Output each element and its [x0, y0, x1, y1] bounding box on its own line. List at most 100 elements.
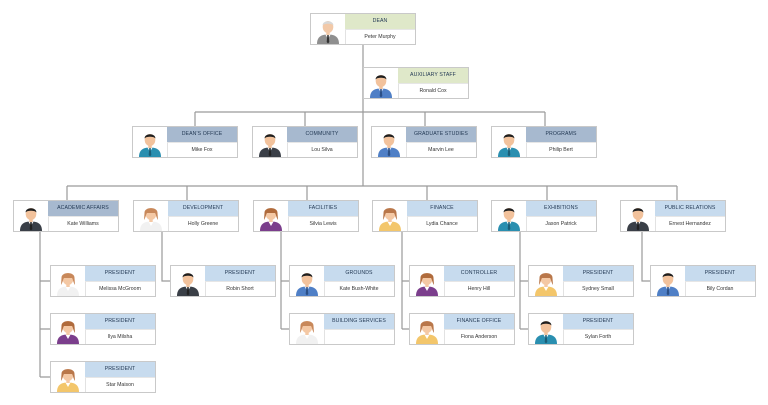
node-person-name: Lou Silva [287, 142, 357, 157]
man-blue-shirt-icon [651, 266, 686, 296]
node-title: PRESIDENT [563, 314, 633, 329]
man-dark-suit-icon [253, 127, 288, 157]
node-title: DEAN'S OFFICE [167, 127, 237, 142]
node-person-name [324, 329, 394, 344]
node-title: PROGRAMS [526, 127, 596, 142]
node-title: AUXILIARY STAFF [398, 68, 468, 83]
node-person-name: Fiona Anderson [444, 329, 514, 344]
node-title: FACILITIES [288, 201, 358, 216]
man-dark-suit-icon [171, 266, 206, 296]
node-title: BUILDING SERVICES [324, 314, 394, 329]
node-title: PRESIDENT [685, 266, 755, 281]
node-person-name: Robin Short [205, 281, 275, 296]
node-title: GROUNDS [324, 266, 394, 281]
woman-yellow-icon [529, 266, 564, 296]
man-teal-shirt-icon [133, 127, 168, 157]
man-gray-suit-icon [311, 14, 346, 44]
woman-white-icon [134, 201, 169, 231]
node-title: DEAN [345, 14, 415, 29]
node-person-name: Sydney Small [563, 281, 633, 296]
woman-purple-icon [254, 201, 289, 231]
node-title: FINANCE OFFICE [444, 314, 514, 329]
node-person-name: Henry Hill [444, 281, 514, 296]
connector-finance-children [401, 231, 409, 330]
man-blue-shirt-icon [372, 127, 407, 157]
man-dark-suit-icon [621, 201, 656, 231]
node-person-name: Ronald Cox [398, 83, 468, 98]
node-person-name: Sylan Forth [563, 329, 633, 344]
man-teal-shirt-icon [529, 314, 564, 344]
node-title: PRESIDENT [85, 266, 155, 281]
node-person-name: Holly Greene [168, 216, 238, 231]
woman-purple-icon [51, 314, 86, 344]
node-title: GRADUATE STUDIES [406, 127, 476, 142]
node-person-name: Philip Bert [526, 142, 596, 157]
node-person-name: Mike Fox [167, 142, 237, 157]
node-person-name: Melissa McGroom [85, 281, 155, 296]
node-title: PRESIDENT [85, 362, 155, 377]
node-person-name: Ernest Hernandez [655, 216, 725, 231]
woman-yellow-icon [51, 362, 86, 392]
node-person-name: Jason Patrick [526, 216, 596, 231]
connector-exhibitions-children [519, 231, 528, 330]
node-title: PRESIDENT [563, 266, 633, 281]
woman-white-icon [290, 314, 325, 344]
connector-level3-drops [66, 186, 678, 200]
node-title: DEVELOPMENT [168, 201, 238, 216]
node-person-name: Lydia Chance [407, 216, 477, 231]
node-person-name: Kate Williams [48, 216, 118, 231]
connector-facilities-children [280, 231, 289, 330]
woman-purple-icon [410, 266, 445, 296]
node-person-name: Ilya Milsha [85, 329, 155, 344]
node-title: CONTROLLER [444, 266, 514, 281]
man-blue-shirt-icon [364, 68, 399, 98]
node-title: PRESIDENT [205, 266, 275, 281]
connector-pr-child [641, 231, 650, 282]
woman-white-icon [51, 266, 86, 296]
man-blue-shirt-icon [290, 266, 325, 296]
node-title: PRESIDENT [85, 314, 155, 329]
node-title: EXHIBITIONS [526, 201, 596, 216]
node-person-name: Peter Murphy [345, 29, 415, 44]
connector-development-child [161, 231, 170, 282]
node-person-name: Marvin Lee [406, 142, 476, 157]
node-card-bldg[interactable]: BUILDING SERVICES [289, 313, 395, 345]
woman-yellow-icon [410, 314, 445, 344]
woman-yellow-icon [373, 201, 408, 231]
node-person-name: Kate Bush-White [324, 281, 394, 296]
node-title: ACADEMIC AFFAIRS [48, 201, 118, 216]
node-person-name: Bily Cordan [685, 281, 755, 296]
man-teal-shirt-icon [492, 201, 527, 231]
node-title: COMMUNITY [287, 127, 357, 142]
man-teal-shirt-icon [492, 127, 527, 157]
connector-level2-drops [194, 112, 546, 126]
node-person-name: Star Maison [85, 377, 155, 392]
connector-academic-children [39, 231, 50, 378]
node-title: FINANCE [407, 201, 477, 216]
node-person-name: Silvia Lewis [288, 216, 358, 231]
node-title: PUBLIC RELATIONS [655, 201, 725, 216]
